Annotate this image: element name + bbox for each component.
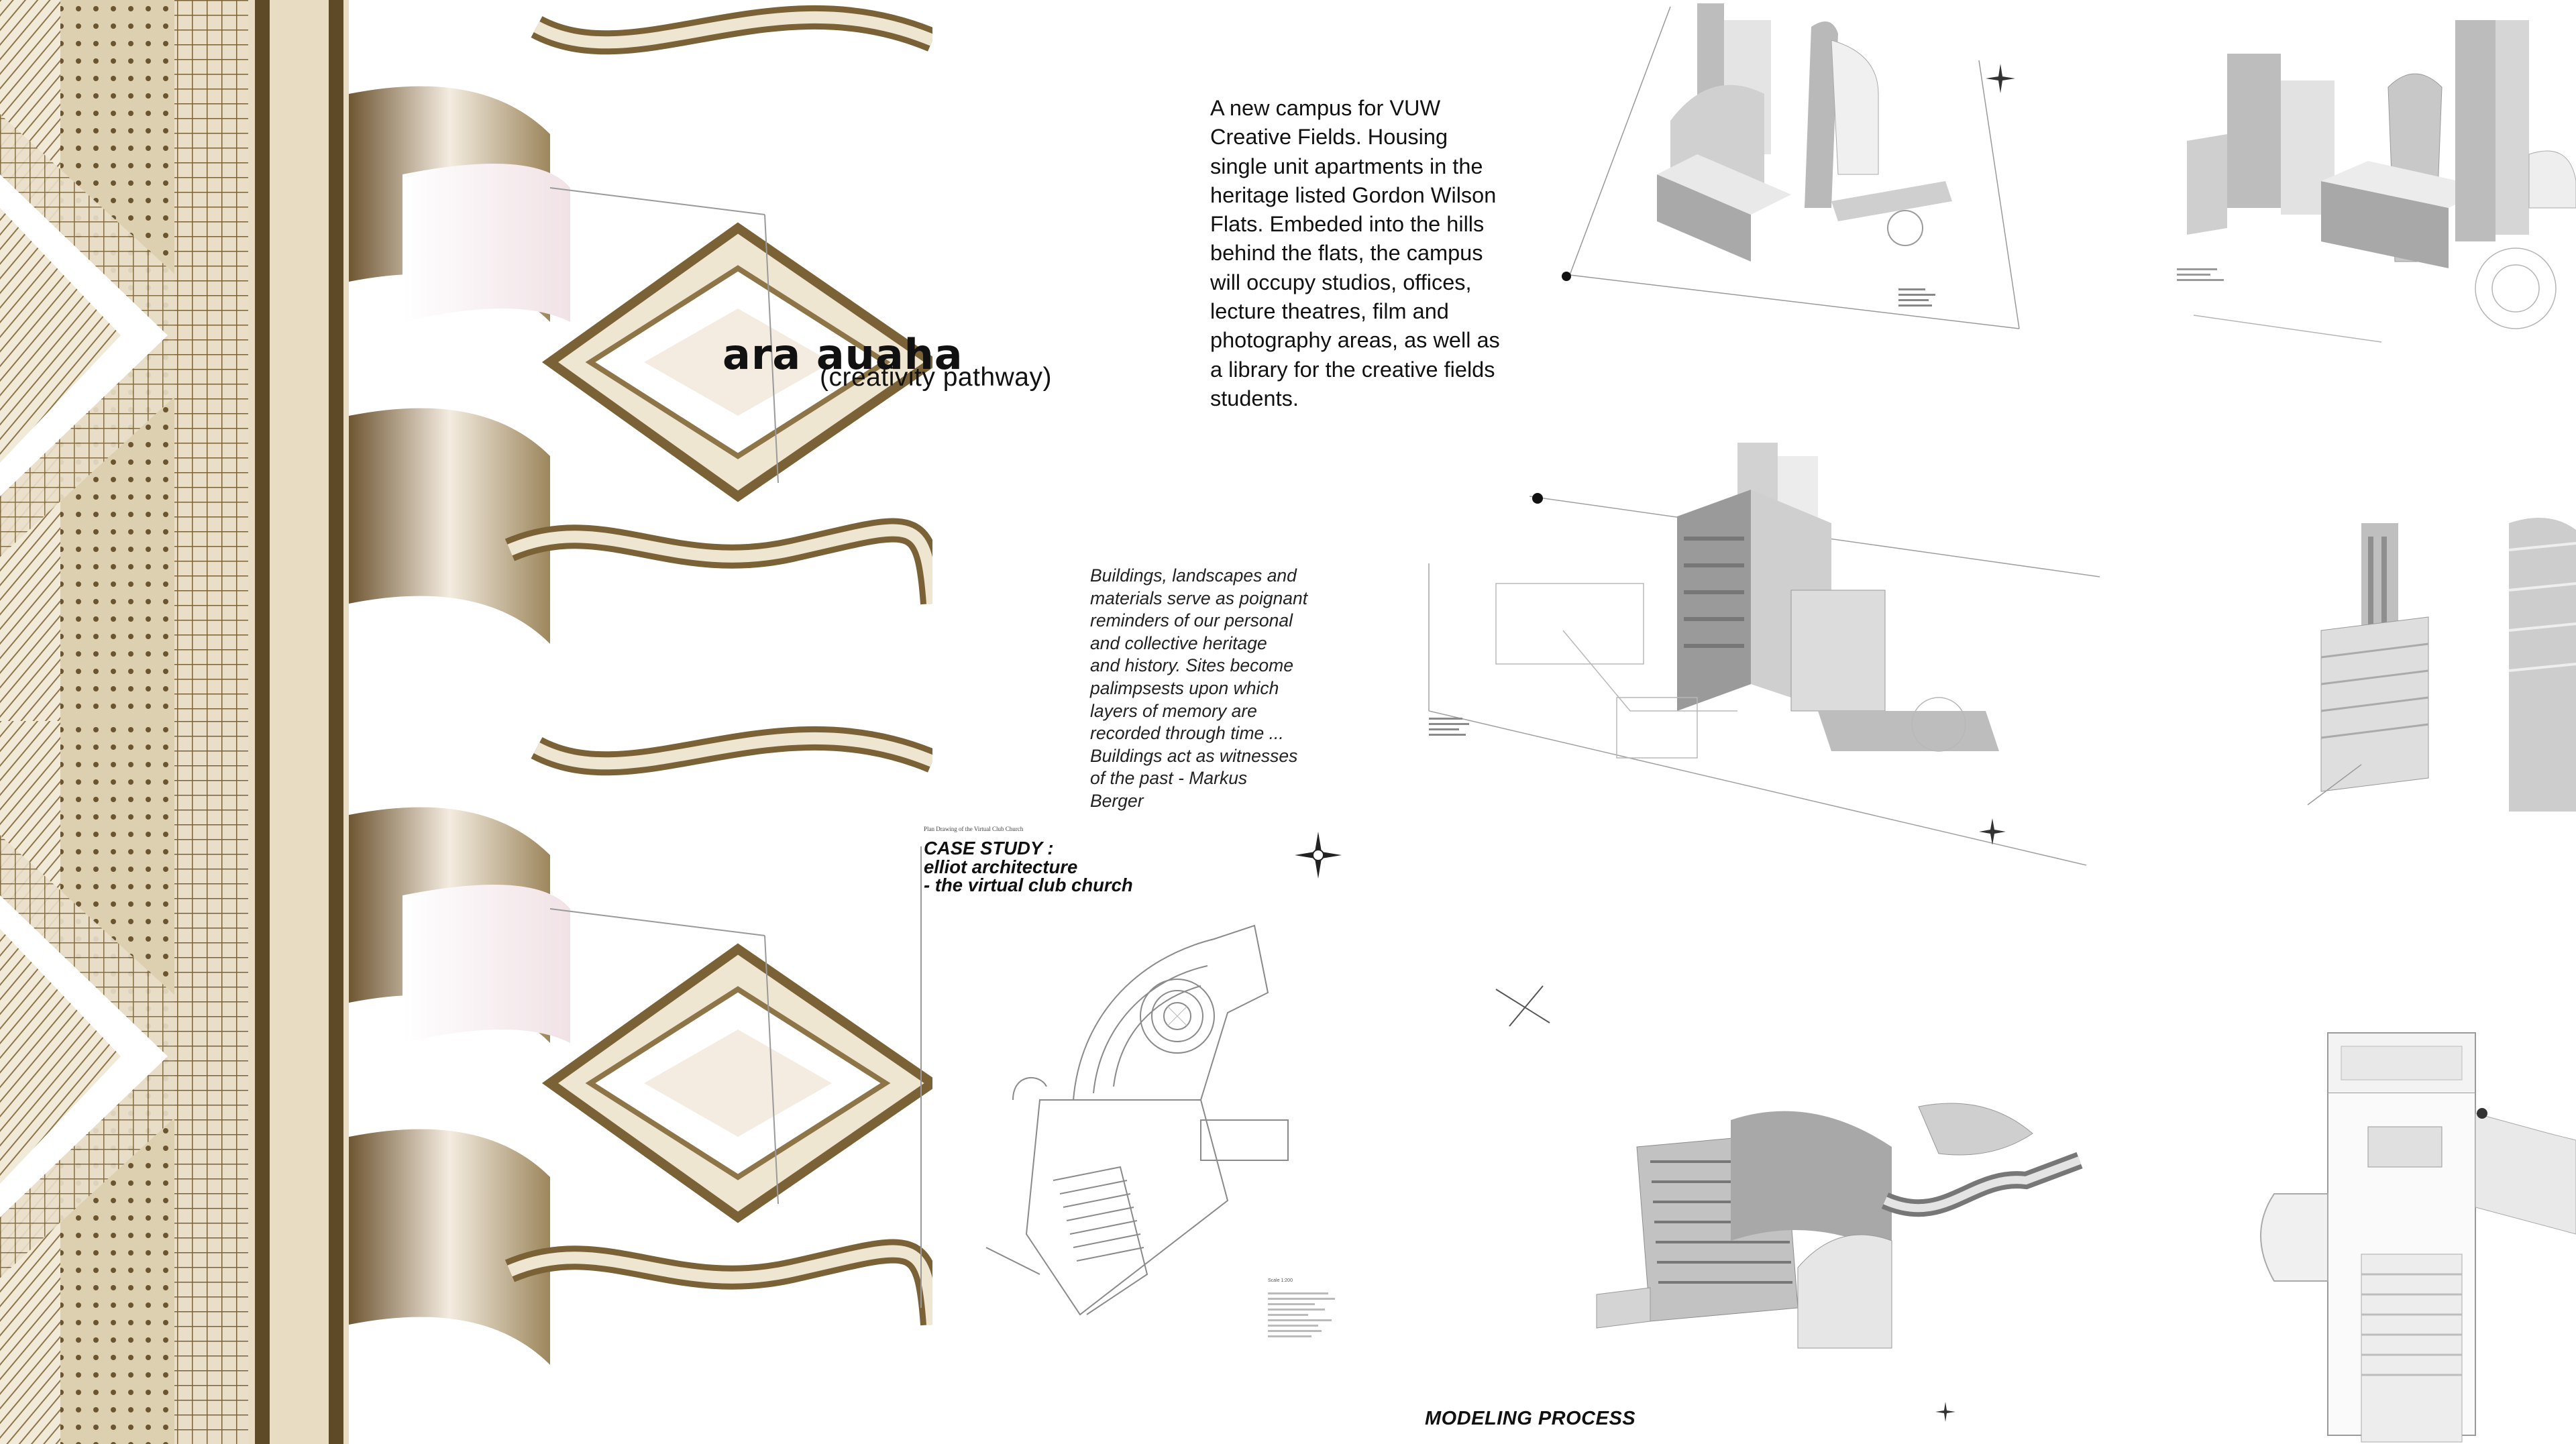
intro-line: a library for the creative fields: [1210, 357, 1495, 382]
quote-line: Berger: [1090, 790, 1144, 811]
north-arrow-icon-2: [1979, 818, 2006, 845]
quote-line: reminders of our personal: [1090, 610, 1293, 631]
quote-line: and history. Sites become: [1090, 655, 1293, 676]
project-subtitle: (creativity pathway): [820, 363, 1052, 392]
case-study-heading: CASE STUDY : elliot architecture - the v…: [924, 839, 1133, 895]
heritage-quote: Buildings, landscapes and materials serv…: [1090, 565, 1332, 813]
axonometric-model-3: [1428, 443, 2100, 866]
legend-scale: Scale 1:200: [1268, 1278, 1293, 1283]
north-arrow-icon-3: [1935, 1402, 1955, 1422]
intro-line: single unit apartments in the: [1210, 154, 1483, 178]
north-arrow-icon: [1986, 64, 2015, 93]
quote-line: recorded through time ...: [1090, 723, 1284, 744]
axonometric-model-2: [2177, 20, 2576, 343]
virtual-club-church-plan: [985, 924, 1289, 1316]
intro-line: behind the flats, the campus: [1210, 241, 1483, 266]
case-study-line: - the virtual club church: [924, 875, 1133, 895]
quote-line: Buildings, landscapes and: [1090, 565, 1297, 586]
quote-line: palimpsests upon which: [1090, 677, 1279, 698]
plan-model-6: [2260, 1032, 2576, 1443]
intro-line: Flats. Embeded into the hills: [1210, 212, 1485, 237]
intro-line: lecture theatres, film and: [1210, 299, 1449, 324]
case-study-note: Plan Drawing of the Virtual Club Church: [924, 826, 1024, 832]
project-title: ara auaha: [722, 330, 963, 379]
cross-mark: [1495, 985, 1550, 1027]
intro-line: Creative Fields. Housing: [1210, 125, 1448, 150]
case-study-line: CASE STUDY :: [924, 838, 1054, 858]
quote-line: and collective heritage: [1090, 632, 1267, 653]
quote-line: layers of memory are: [1090, 700, 1257, 721]
sepia-architecture-collage: [0, 0, 932, 1444]
quote-line: materials serve as poignant: [1090, 588, 1308, 608]
quote-line: of the past - Markus: [1090, 768, 1248, 789]
intro-line: students.: [1210, 386, 1299, 410]
intro-paragraph: A new campus for VUW Creative Fields. Ho…: [1210, 94, 1546, 413]
quote-line: Buildings act as witnesses: [1090, 745, 1298, 766]
axonometric-model-4: [2307, 518, 2576, 812]
intro-line: heritage listed Gordon Wilson: [1210, 182, 1497, 207]
axonometric-model-1: [1562, 3, 2020, 329]
intro-line: photography areas, as well as: [1210, 328, 1500, 353]
modeling-process-label: MODELING PROCESS: [1425, 1408, 1636, 1429]
case-study-divider: [920, 846, 922, 1308]
intro-line: will occupy studios, offices,: [1210, 270, 1472, 294]
axonometric-model-5: [1596, 1103, 2083, 1349]
case-study-line: elliot architecture: [924, 856, 1078, 877]
church-legend: Scale 1:200: [1268, 1278, 1362, 1341]
intro-line: A new campus for VUW: [1210, 96, 1441, 120]
compass-rose-icon: [1295, 832, 1342, 879]
